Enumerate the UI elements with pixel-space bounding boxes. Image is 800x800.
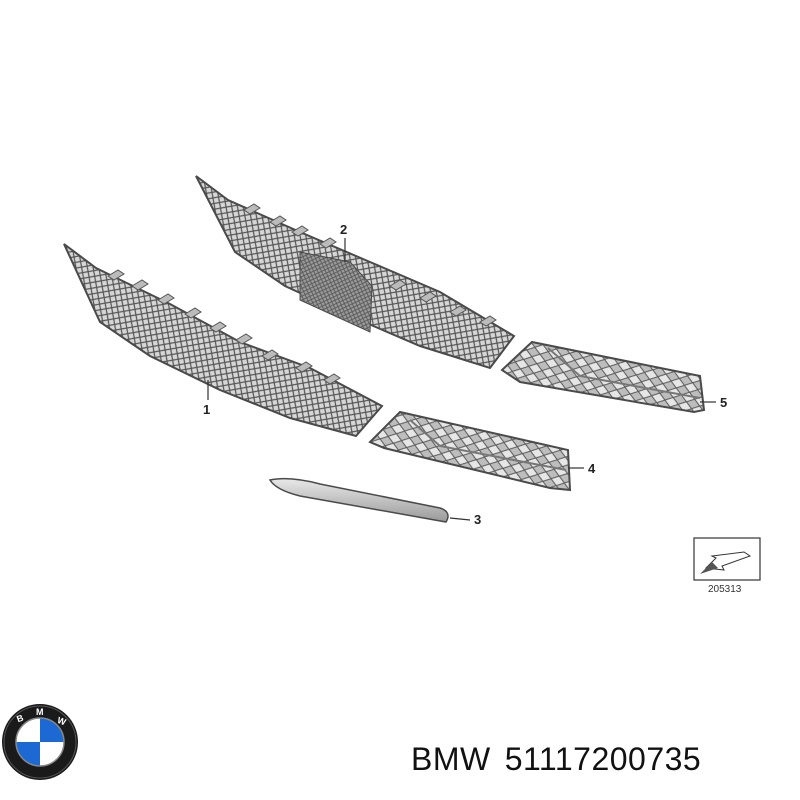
svg-text:W: W [56, 715, 68, 727]
grille-mesh-upper [195, 175, 516, 370]
part-number: 51117200735 [504, 741, 702, 777]
arrow-icon [700, 551, 752, 574]
svg-text:M: M [36, 707, 44, 717]
callout-4: 4 [588, 461, 596, 476]
leader-lines [207, 238, 716, 521]
callout-5: 5 [720, 395, 727, 410]
callout-2: 2 [340, 222, 347, 237]
bmw-roundel-icon: B M W [2, 704, 78, 780]
grille-slatted-right [500, 340, 706, 414]
grille-slatted-left [368, 410, 572, 492]
callout-3: 3 [474, 512, 481, 527]
brand-name: BMW [411, 741, 491, 777]
part-caption: BMW 51117200735 [411, 741, 715, 778]
grille-mesh-lower [63, 243, 384, 438]
svg-text:B: B [15, 712, 25, 724]
callout-1: 1 [203, 402, 210, 417]
reference-number: 205313 [708, 584, 742, 595]
trim-strip [268, 477, 449, 523]
reference-box: 205313 [693, 537, 761, 595]
